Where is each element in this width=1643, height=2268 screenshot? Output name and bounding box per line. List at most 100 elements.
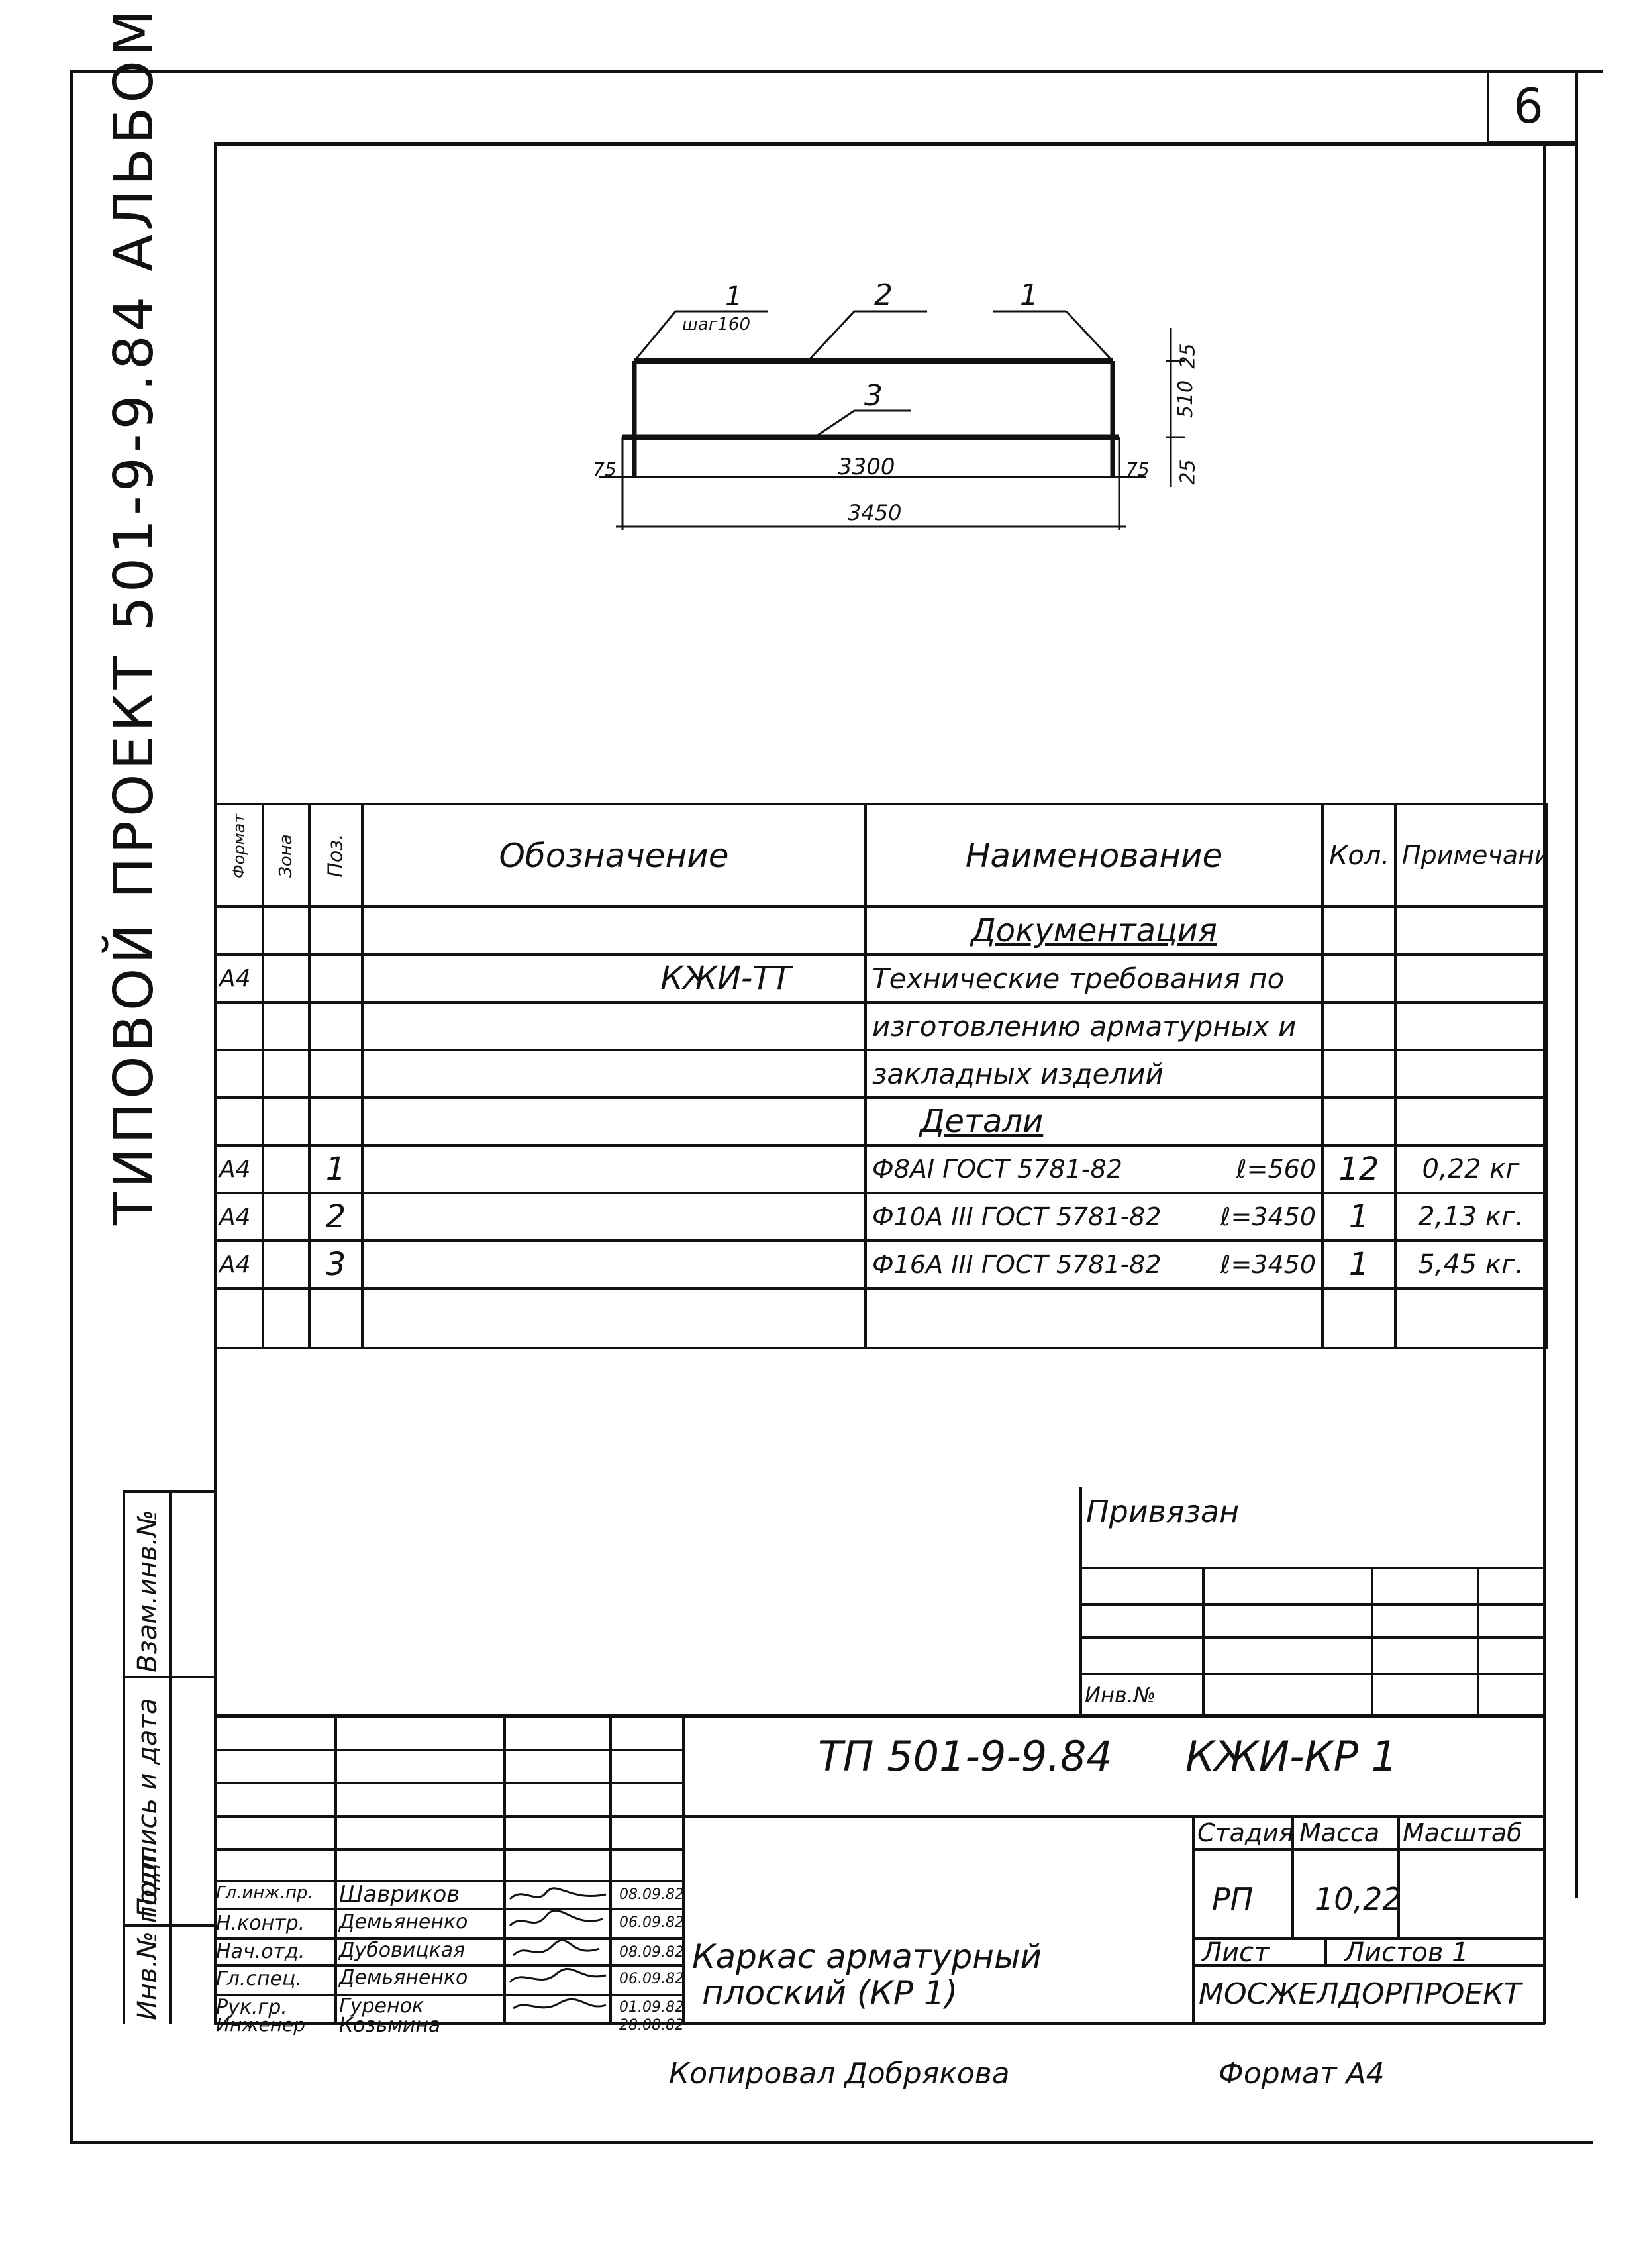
table-row: изготовлению арматурных и (214, 1001, 1548, 1051)
dim-height: 510 (1174, 380, 1198, 419)
dim-top: 25 (1176, 343, 1200, 369)
signer-name: Демьяненко (339, 1910, 468, 1933)
title-col-2 (503, 1714, 506, 2022)
stamp-col-line-1 (123, 1490, 125, 2024)
item-title-line2: плоский (КР 1) (702, 1974, 958, 2012)
stamp-sep-2 (123, 1676, 215, 1678)
page-number-box-left (1487, 70, 1489, 142)
footer-format: Формат А4 (1219, 2057, 1385, 2090)
table-row: А4 КЖИ-ТТ Технические требования по (214, 953, 1548, 1004)
signer-date: 08.09.82 (619, 1944, 684, 1961)
table-row: Документация (214, 905, 1548, 956)
privyazan-line-2 (1079, 1603, 1543, 1606)
header-pos: Поз. (308, 803, 364, 908)
reinforcement-frame-drawing (599, 310, 1185, 530)
title-col-5 (1192, 1815, 1195, 2022)
title-row-right-2 (1192, 1937, 1543, 1940)
signer-role: Гл.инж.пр. (216, 1883, 313, 1903)
page-number: 6 (1513, 78, 1544, 134)
title-block-top (214, 1714, 1545, 1718)
signer-role: Инженер (216, 2014, 306, 2036)
title-right-col-c (1324, 1937, 1327, 1964)
title-right-col-b (1397, 1815, 1400, 1937)
title-row-left-8 (214, 1964, 684, 1967)
stamp-sep-3 (123, 1924, 215, 1927)
signer-name: Демьяненко (339, 1966, 468, 1989)
title-row-left-5 (214, 1880, 684, 1882)
leader-1-left (633, 311, 677, 362)
dim-inner: 3300 (838, 454, 895, 480)
sheets-label: Листов 1 (1344, 1937, 1469, 1968)
leader-2 (807, 310, 856, 362)
section-details: Детали (864, 1096, 1324, 1147)
specification-table: Формат Зона Поз. Обозначение Наименовани… (214, 803, 1548, 1349)
privyazan-col-3 (1477, 1567, 1479, 1716)
privyazan-col-2 (1371, 1567, 1373, 1716)
stage-label: Стадия (1197, 1818, 1294, 1847)
privyazan-line-3 (1079, 1636, 1543, 1639)
frame-right (1575, 70, 1578, 1898)
dim-total: 3450 (848, 500, 902, 525)
title-block-bottom (214, 2022, 1545, 2025)
signer-role: Гл.спец. (216, 1967, 302, 1990)
signer-role: Нач.отд. (216, 1940, 305, 1963)
header-note: Примечание (1394, 803, 1548, 908)
dim-right: 75 (1126, 458, 1150, 480)
privyazan-line-4 (1079, 1673, 1543, 1675)
signer-date: 06.09.82 (619, 1914, 684, 1931)
leader-3 (814, 409, 855, 438)
privyazan-col-1 (1202, 1567, 1205, 1716)
table-row (214, 1287, 1548, 1349)
title-row-left-9 (214, 1994, 684, 1996)
mass-value: 10,22 (1315, 1881, 1402, 1917)
project-code: ТП 501-9-9.84 (818, 1732, 1113, 1780)
inner-frame-top (215, 142, 1576, 146)
sheet-label: Лист (1202, 1937, 1270, 1968)
stage-value: РП (1212, 1881, 1254, 1917)
stamp-inv-zam: Взам.инв.№ (132, 1509, 163, 1673)
title-col-4 (682, 1714, 685, 2022)
privyazan-line-1 (1079, 1567, 1543, 1569)
signer-date: 28.08.82 (619, 2017, 684, 2034)
title-col-1 (334, 1714, 337, 2022)
footer-copied: Копировал Добрякова (669, 2057, 1010, 2090)
signer-role: Н.контр. (216, 1912, 305, 1935)
leader-1-right (1065, 310, 1114, 362)
dim-left: 75 (593, 458, 617, 480)
privyazan-left (1079, 1487, 1082, 1716)
signer-name: Шавриков (339, 1881, 460, 1908)
header-format: Формат (214, 803, 264, 908)
stamp-inv-podl: Инв.№ подл. (132, 1845, 163, 2020)
signer-date: 08.09.82 (619, 1886, 684, 1903)
header-qty: Кол. (1321, 803, 1397, 908)
title-row-left-3 (214, 1815, 684, 1818)
scale-label: Масштаб (1403, 1818, 1522, 1847)
signer-date: 01.09.82 (619, 1999, 684, 2016)
mass-label: Масса (1299, 1818, 1380, 1847)
stamp-col-line-2 (169, 1490, 172, 2024)
header-name: Наименование (864, 803, 1324, 908)
title-right-col-a (1291, 1815, 1294, 1937)
signer-name: Дубовицкая (339, 1939, 466, 1962)
frame-top (70, 70, 1603, 73)
organization: МОСЖЕЛДОРПРОЕКТ (1199, 1977, 1522, 2011)
title-row-right-1 (1192, 1848, 1543, 1851)
doc-code: КЖИ-КР 1 (1185, 1732, 1398, 1780)
title-row-mid (682, 1815, 1543, 1818)
title-row-left-7 (214, 1937, 684, 1940)
header-zone: Зона (262, 803, 311, 908)
frame-left (70, 70, 73, 2143)
privyazan-inv-label: Инв.№ (1085, 1682, 1156, 1708)
signer-name: Козьмина (339, 2014, 441, 2037)
title-row-left-6 (214, 1908, 684, 1910)
table-row: Детали (214, 1096, 1548, 1147)
privyazan-label: Привязан (1086, 1494, 1240, 1529)
callout-3: 3 (864, 379, 883, 413)
signer-date: 06.09.82 (619, 1971, 684, 1987)
table-row: закладных изделий (214, 1049, 1548, 1099)
signer-name: Гуренок (339, 1994, 424, 2018)
callout-1-right: 1 (1020, 278, 1038, 312)
